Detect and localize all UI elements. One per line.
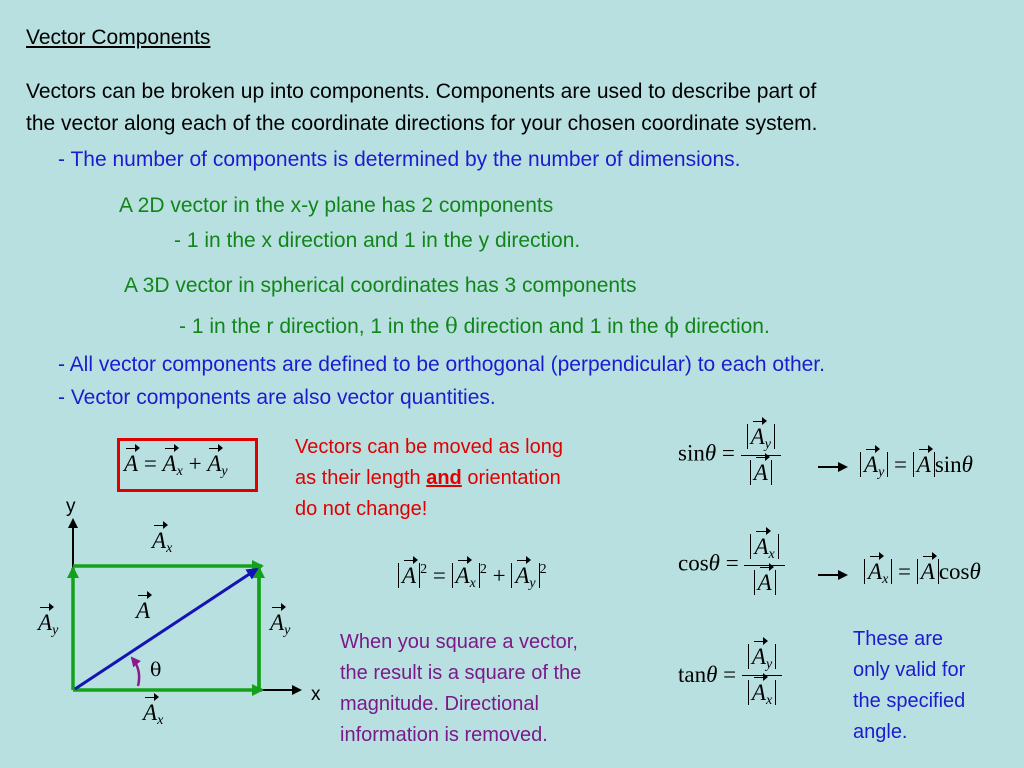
theta-arc [130,656,141,687]
note-angle-line-3: the specified [853,690,966,712]
y-axis-label: y [66,496,76,517]
x-axis-label: x [311,684,321,705]
slide-title: Vector Components [26,26,211,49]
note-move-vectors: Vectors can be moved as long as their le… [295,432,563,525]
note-move-line-1: Vectors can be moved as long [295,436,563,458]
a-diagonal-label: A [136,591,153,623]
note-angle-line-2: only valid for [853,659,966,681]
note-angle-line-4: angle. [853,721,908,743]
note-square-line-4: information is removed. [340,724,548,746]
vector-sum-equation: A = Ax + Ay [124,444,228,479]
theta-label: θ [150,659,162,681]
point-3d-detail-a: - 1 in the r direction, 1 in the [179,315,446,338]
point-3d-vector: A 3D vector in spherical coordinates has… [124,274,637,297]
note-move-line-2: as their length and orientation [295,467,561,489]
note-square-vector: When you square a vector, the result is … [340,627,581,751]
note-angle-validity: These are only valid for the specified a… [853,624,965,748]
note-square-line-1: When you square a vector, [340,631,578,653]
ax-bottom-label: Ax [143,693,164,728]
theta-symbol: θ [445,314,458,338]
point-3d-detail-b: direction and 1 in the [457,315,665,338]
note-square-line-3: magnitude. Directional [340,693,539,715]
point-2d-detail: - 1 in the x direction and 1 in the y di… [174,229,581,252]
point-vector-quantities: - Vector components are also vector quan… [58,386,496,409]
point-2d-vector: A 2D vector in the x-y plane has 2 compo… [119,194,554,217]
point-dimensions: - The number of components is determined… [58,148,741,171]
a-diagonal-vector [74,567,259,691]
note-move-line-3: do not change! [295,498,428,520]
point-orthogonal: - All vector components are defined to b… [58,353,825,376]
point-3d-detail: - 1 in the r direction, 1 in the θ direc… [179,314,770,339]
note-angle-line-1: These are [853,628,944,650]
vector-sum-box [117,438,258,492]
intro-text: Vectors can be broken up into components… [26,76,817,140]
intro-line-2: the vector along each of the coordinate … [26,112,818,135]
phi-symbol: ϕ [664,314,679,338]
note-square-line-2: the result is a square of the [340,662,582,684]
point-3d-detail-c: direction. [678,315,770,338]
ax-top-label: Ax [152,521,173,556]
intro-line-1: Vectors can be broken up into components… [26,80,817,103]
ay-left-label: Ay [38,603,59,638]
ay-right-label: Ay [270,603,291,638]
